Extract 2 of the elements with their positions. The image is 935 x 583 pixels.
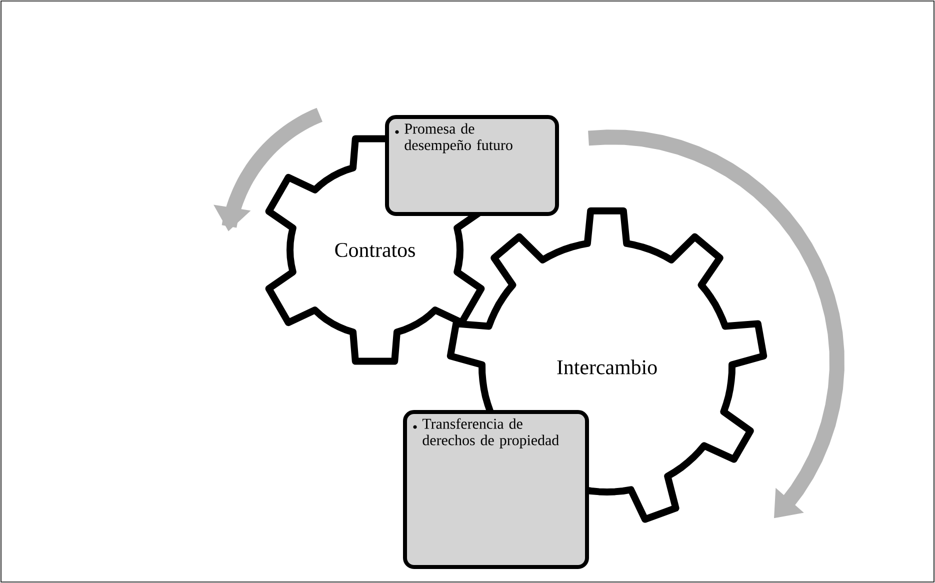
text-box: Transferencia de derechos de propiedad xyxy=(403,410,589,569)
text-box: Promesa de desempeño futuro xyxy=(385,115,559,216)
